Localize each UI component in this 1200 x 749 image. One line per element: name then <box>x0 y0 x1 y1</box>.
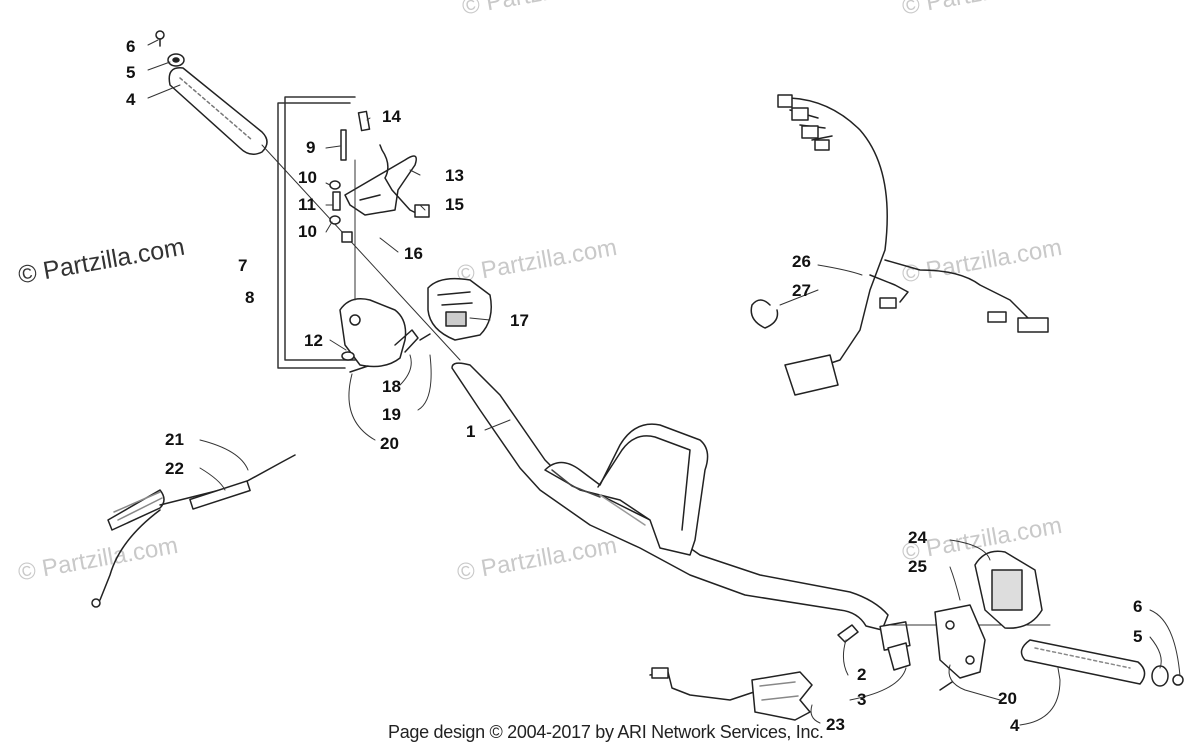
callout-6: 6 <box>126 37 135 56</box>
callout-2: 2 <box>857 665 866 684</box>
callout-25: 25 <box>908 557 927 576</box>
callout-23: 23 <box>826 715 845 734</box>
callout-7: 7 <box>238 256 247 275</box>
callout-1: 1 <box>466 422 475 441</box>
callout-18: 18 <box>382 377 401 396</box>
callout-6: 6 <box>1133 597 1142 616</box>
bar-end-parts <box>837 624 911 671</box>
callout-19: 19 <box>382 405 401 424</box>
callout-17: 17 <box>510 311 529 330</box>
clip <box>750 299 779 329</box>
callout-5: 5 <box>1133 627 1142 646</box>
throttle-cable <box>91 454 296 608</box>
callout-26: 26 <box>792 252 811 271</box>
callout-20: 20 <box>998 689 1017 708</box>
callout-10: 10 <box>298 222 317 241</box>
page-credit: Page design © 2004-2017 by ARI Network S… <box>388 722 824 742</box>
callout-12: 12 <box>304 331 323 350</box>
brake-lever <box>329 110 430 243</box>
left-grip <box>155 30 268 155</box>
master-cylinder <box>339 159 431 373</box>
callout-10: 10 <box>298 168 317 187</box>
callout-22: 22 <box>165 459 184 478</box>
callout-9: 9 <box>306 138 315 157</box>
callout-20: 20 <box>380 434 399 453</box>
callout-27: 27 <box>792 281 811 300</box>
heater-wire <box>649 667 813 721</box>
wire-harness <box>777 94 1049 396</box>
callout-13: 13 <box>445 166 464 185</box>
callout-16: 16 <box>404 244 423 263</box>
callout-15: 15 <box>445 195 464 214</box>
callout-8: 8 <box>245 288 254 307</box>
switch-housing-right <box>934 550 1043 691</box>
callout-4: 4 <box>126 90 136 109</box>
callout-21: 21 <box>165 430 184 449</box>
callout-4: 4 <box>1010 716 1020 735</box>
callout-3: 3 <box>857 690 866 709</box>
callout-14: 14 <box>382 107 401 126</box>
callout-11: 11 <box>298 195 316 214</box>
right-grip <box>1020 639 1184 687</box>
callout-5: 5 <box>126 63 135 82</box>
callout-24: 24 <box>908 528 927 547</box>
switch-housing-left <box>427 277 492 341</box>
